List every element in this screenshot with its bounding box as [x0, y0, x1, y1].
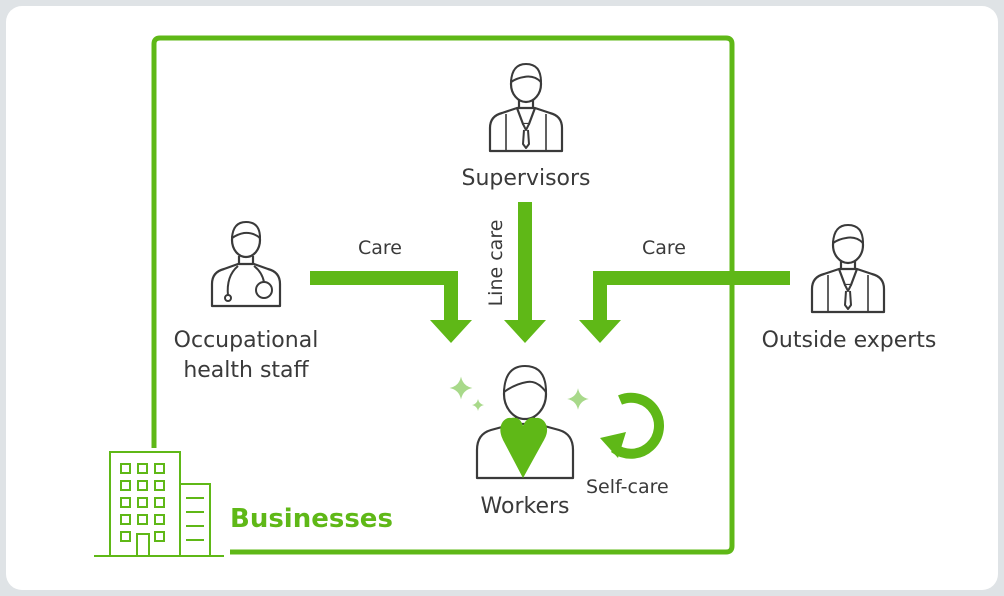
- outside-expert-icon: [810, 223, 886, 314]
- self-care-cycle-icon: [600, 392, 664, 459]
- business-boundary: [151, 35, 735, 555]
- worker-icon: [475, 365, 575, 480]
- supervisors-label: Supervisors: [461, 166, 591, 191]
- care-left-label: Care: [358, 237, 402, 259]
- diagram-panel: Supervisors Occupational health staff Ou…: [6, 6, 998, 590]
- businesses-label: Businesses: [230, 504, 393, 534]
- line-care-arrow: [504, 202, 546, 343]
- care-right-arrow: [579, 271, 790, 343]
- self-care-label: Self-care: [586, 476, 669, 498]
- care-left-arrow: [310, 271, 472, 343]
- care-right-label: Care: [642, 237, 686, 259]
- occupational-health-staff-label: Occupational health staff: [173, 328, 319, 383]
- building-icon: [94, 451, 224, 557]
- supervisor-icon: [488, 62, 564, 153]
- outside-experts-label: Outside experts: [761, 328, 937, 353]
- doctor-icon: [210, 221, 282, 308]
- line-care-label: Line care: [485, 219, 507, 307]
- workers-label: Workers: [480, 494, 570, 519]
- diagram-graphics: [94, 35, 886, 557]
